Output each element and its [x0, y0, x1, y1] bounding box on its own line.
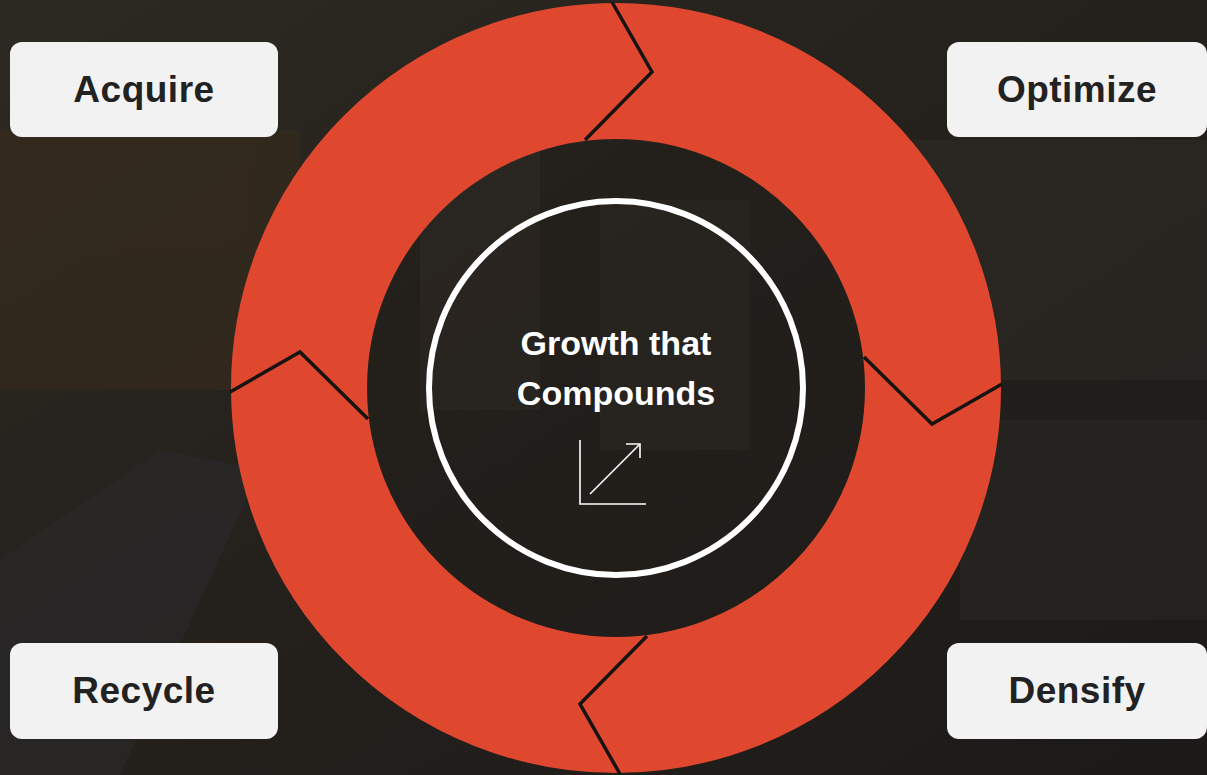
building [960, 420, 1207, 620]
node-label: Densify [1008, 670, 1145, 712]
chevron [580, 636, 647, 774]
cycle-ring [299, 71, 933, 705]
stage-box: Recycle [10, 643, 278, 739]
center-circle: Growth that Compounds [426, 198, 806, 578]
chevron [585, 2, 652, 140]
node-label: Acquire [73, 69, 214, 111]
axis [580, 440, 646, 504]
node-label: Recycle [72, 670, 215, 712]
stage-box: Densify [947, 643, 1207, 739]
ring-hole-shade [368, 140, 864, 636]
city-shapes [0, 130, 1207, 775]
chevron [230, 352, 368, 419]
trend-line [590, 444, 640, 494]
node-label: Optimize [997, 69, 1157, 111]
ring-chevrons [230, 2, 1002, 774]
chevron [864, 357, 1002, 424]
arrow-head [626, 444, 640, 458]
stage-box: Optimize [947, 42, 1207, 137]
growth-icon [580, 440, 646, 504]
node-label: Growth that Compounds [476, 318, 756, 418]
stage-box: Acquire [10, 42, 278, 137]
